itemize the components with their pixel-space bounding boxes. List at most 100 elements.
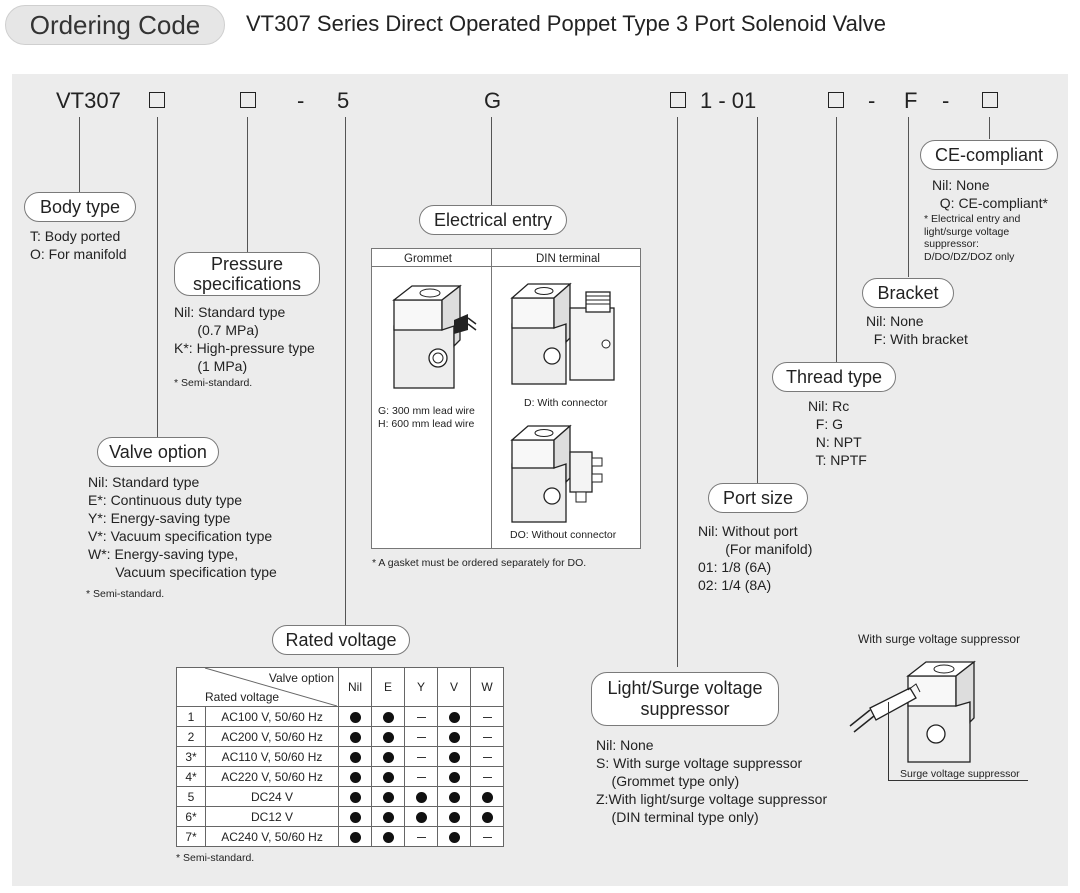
rated-voltage-value: AC240 V, 50/60 Hz	[205, 826, 339, 847]
gasket-note: * A gasket must be ordered separately fo…	[372, 557, 587, 569]
code-electrical-g: G	[484, 88, 502, 113]
available-dot-icon	[481, 811, 493, 823]
d-with-connector-text: D: With connector	[524, 397, 608, 409]
available-dot-icon	[349, 831, 361, 843]
available-dot-icon	[382, 771, 394, 783]
pressure-spec-label: Pressure specifications	[174, 252, 320, 296]
connector-line	[989, 117, 990, 139]
availability-cell	[437, 766, 471, 787]
grommet-valve-image	[392, 284, 477, 389]
availability-cell	[404, 726, 438, 747]
valve-option-options: Nil: Standard type E*: Continuous duty t…	[88, 474, 277, 580]
rated-voltage-value: AC100 V, 50/60 Hz	[205, 706, 339, 727]
availability-cell	[338, 806, 372, 827]
thread-type-label: Thread type	[772, 362, 896, 392]
availability-cell	[371, 706, 405, 727]
bracket-label: Bracket	[862, 278, 954, 308]
availability-cell	[437, 786, 471, 807]
availability-cell	[371, 786, 405, 807]
availability-cell	[338, 766, 372, 787]
valve-option-label: Valve option	[97, 437, 219, 467]
availability-cell	[470, 786, 504, 807]
availability-cell	[404, 786, 438, 807]
connector-line	[247, 117, 248, 252]
row-number: 1	[176, 706, 206, 727]
table-divider	[371, 266, 641, 267]
availability-cell	[371, 806, 405, 827]
connector-line	[908, 117, 909, 277]
available-dot-icon	[382, 811, 394, 823]
row-number: 3*	[176, 746, 206, 767]
connector-line	[491, 117, 492, 205]
electrical-entry-label: Electrical entry	[419, 205, 567, 235]
connector-line	[157, 117, 158, 437]
surge-suppressor-valve-image	[849, 660, 976, 763]
table-row: 6*DC12 V	[176, 806, 504, 827]
row-number: 5	[176, 786, 206, 807]
available-dot-icon	[481, 791, 493, 803]
availability-cell	[338, 786, 372, 807]
grommet-header: Grommet	[404, 253, 452, 265]
row-number: 6*	[176, 806, 206, 827]
rated-voltage-label: Rated voltage	[272, 625, 410, 655]
thread-type-options: Nil: Rc F: G N: NPT T: NPTF	[808, 398, 867, 468]
unavailable-dash-icon	[416, 756, 426, 758]
available-dot-icon	[382, 711, 394, 723]
available-dot-icon	[448, 731, 460, 743]
surge-figure-title: With surge voltage suppressor	[858, 632, 1021, 646]
callout-line	[888, 780, 1028, 781]
unavailable-dash-icon	[416, 836, 426, 838]
availability-cell	[338, 726, 372, 747]
available-dot-icon	[448, 811, 460, 823]
connector-line	[345, 117, 346, 625]
available-dot-icon	[382, 731, 394, 743]
callout-line	[888, 702, 889, 780]
availability-cell	[338, 826, 372, 847]
ce-compliant-label: CE-compliant	[920, 140, 1058, 170]
unavailable-dash-icon	[482, 836, 492, 838]
col-header: E	[371, 667, 405, 707]
light-surge-options: Nil: None S: With surge voltage suppress…	[596, 737, 828, 825]
available-dot-icon	[448, 751, 460, 763]
rated-voltage-value: AC110 V, 50/60 Hz	[205, 746, 339, 767]
availability-cell	[470, 746, 504, 767]
rated-voltage-row-header: Rated voltage	[205, 690, 280, 704]
availability-cell	[371, 766, 405, 787]
pressure-semi-standard-note: * Semi-standard.	[174, 377, 253, 389]
unavailable-dash-icon	[416, 736, 426, 738]
available-dot-icon	[349, 731, 361, 743]
availability-cell	[437, 826, 471, 847]
rated-voltage-value: DC12 V	[205, 806, 339, 827]
rated-voltage-value: DC24 V	[205, 786, 339, 807]
row-number: 4*	[176, 766, 206, 787]
row-number: 2	[176, 726, 206, 747]
availability-cell	[437, 726, 471, 747]
valve-semi-standard-note: * Semi-standard.	[86, 588, 165, 600]
availability-cell	[437, 706, 471, 727]
body-type-options: T: Body ported O: For manifold	[30, 228, 127, 262]
code-box-pressure	[240, 92, 256, 108]
din-without-connector-image	[510, 424, 603, 523]
unavailable-dash-icon	[416, 776, 426, 778]
ce-options: Nil: None Q: CE-compliant*	[932, 177, 1048, 211]
available-dot-icon	[448, 791, 460, 803]
code-voltage-5: 5	[337, 88, 350, 113]
code-dash: -	[868, 88, 876, 113]
connector-line	[677, 117, 678, 667]
availability-cell	[470, 706, 504, 727]
code-bracket-f: F	[904, 88, 918, 113]
din-terminal-header: DIN terminal	[536, 253, 600, 265]
code-box-thread	[828, 92, 844, 108]
code-port-01: 1 - 01	[700, 88, 757, 113]
unavailable-dash-icon	[482, 716, 492, 718]
availability-cell	[338, 746, 372, 767]
availability-cell	[404, 746, 438, 767]
do-without-connector-text: DO: Without connector	[510, 529, 617, 541]
availability-cell	[470, 826, 504, 847]
available-dot-icon	[415, 791, 427, 803]
availability-cell	[470, 806, 504, 827]
code-dash: -	[297, 88, 305, 113]
available-dot-icon	[349, 791, 361, 803]
connector-line	[79, 117, 80, 192]
